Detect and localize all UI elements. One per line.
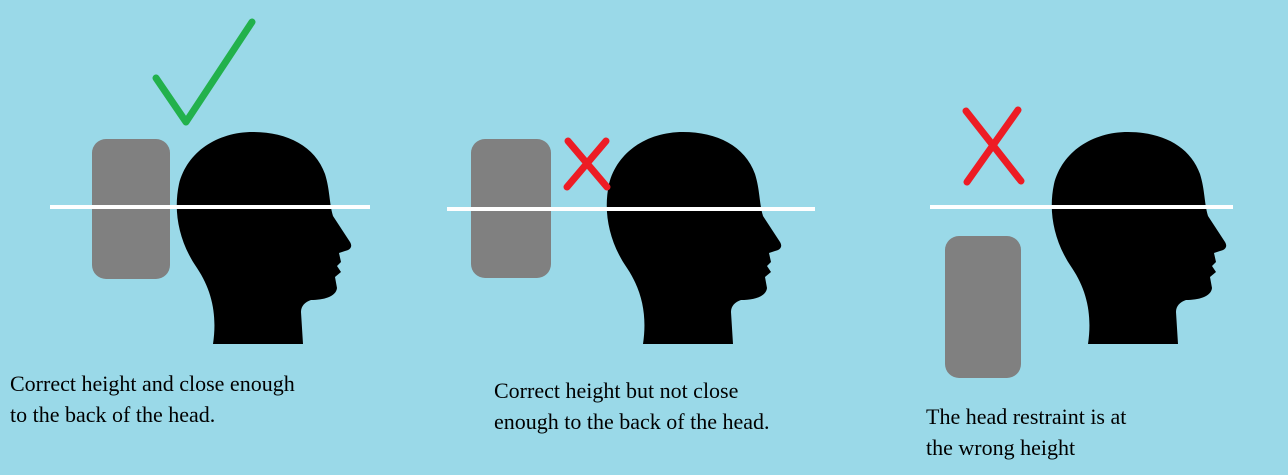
- panel-1-caption: Correct height and close enough to the b…: [10, 368, 295, 430]
- caption-line: enough to the back of the head.: [494, 406, 770, 437]
- caption-line: Correct height but not close: [494, 375, 770, 406]
- panel-2-caption: Correct height but not close enough to t…: [494, 375, 770, 437]
- caption-line: Correct height and close enough: [10, 368, 295, 399]
- caption-line: The head restraint is at: [926, 401, 1126, 432]
- panel-3-caption: The head restraint is at the wrong heigh…: [926, 401, 1126, 463]
- caption-line: to the back of the head.: [10, 399, 295, 430]
- head-restraint: [945, 236, 1021, 378]
- caption-line: the wrong height: [926, 432, 1126, 463]
